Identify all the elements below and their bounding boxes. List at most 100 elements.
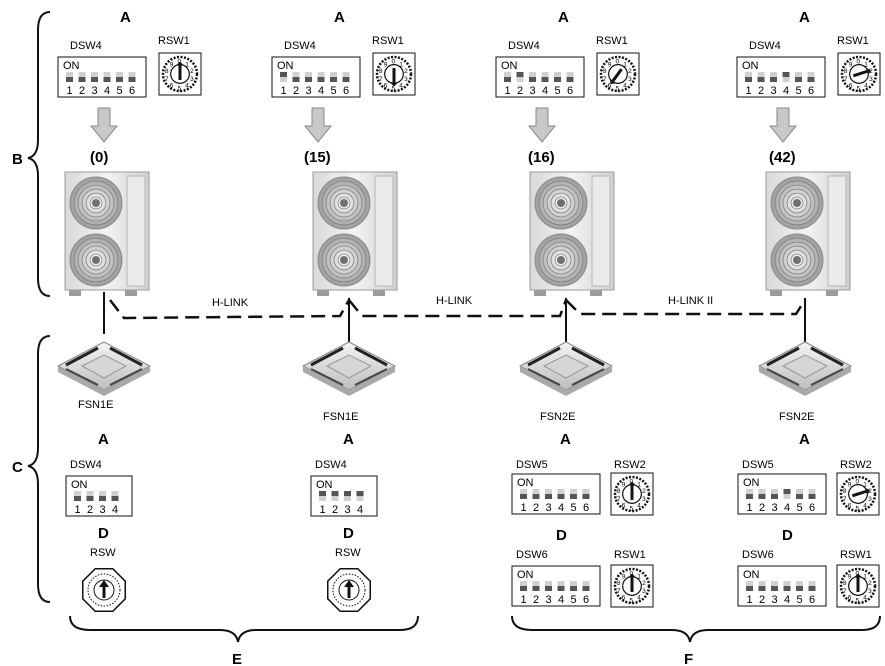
brace-f-label: F [684, 651, 693, 666]
fan-ring [73, 237, 119, 283]
rotary-pointer [851, 489, 867, 498]
dip-switch-lever [116, 77, 123, 82]
dip-switch-lever [541, 77, 549, 82]
indoor-letter: A [560, 431, 571, 448]
fan-hub [340, 199, 348, 207]
rotary-digit: 5 [178, 85, 182, 92]
cassette-louver [527, 368, 561, 386]
rsw-arrowhead [344, 580, 354, 587]
fan-ring [89, 196, 103, 210]
dip-number: 4 [318, 85, 324, 97]
fan-ring [778, 241, 816, 279]
rotary-digit: 1 [185, 61, 189, 68]
unit-foot [770, 290, 782, 296]
dip-number: 5 [331, 85, 337, 97]
dip-switch-lever [330, 77, 337, 82]
dip-switch-lever [808, 494, 816, 499]
dip-number: 1 [521, 594, 527, 606]
dip-number: 3 [92, 85, 98, 97]
h-link-segment [565, 299, 807, 316]
fan-ring [542, 241, 580, 279]
indoor-letter-d: D [343, 525, 354, 542]
brace-b-label: B [12, 151, 23, 168]
top-letter: A [120, 9, 131, 26]
rotary-digit: 5 [616, 85, 620, 92]
unit-address: (15) [304, 149, 331, 166]
indoor-rotary-switch [327, 568, 371, 612]
rotary-digit: 1 [864, 61, 868, 68]
rotary-digit: 9 [848, 481, 852, 488]
dip-switch-lever [745, 77, 752, 82]
dip-number: 5 [571, 594, 577, 606]
brace-b: B [12, 11, 51, 297]
dip-number: 5 [117, 85, 123, 97]
rotary-digit: 3 [868, 496, 872, 503]
dip-number: 3 [772, 502, 778, 514]
rotary-arrowhead [854, 573, 862, 578]
dip-number: 2 [517, 85, 523, 97]
unit-side-panel [374, 175, 394, 287]
rotary-arrowhead [609, 78, 617, 85]
fan-ring [77, 241, 115, 279]
dip-number: 6 [567, 85, 573, 97]
cassette-louver [527, 346, 561, 367]
dip-number: 5 [797, 594, 803, 606]
fan-hub [340, 256, 348, 264]
dip-switch-lever [529, 77, 536, 82]
h-link-label: H-LINK [436, 295, 473, 307]
indoor-rsw2-label: RSW2 [840, 459, 872, 471]
fan-ring [782, 188, 812, 218]
indoor-model: FSN2E [779, 411, 814, 423]
dip-switch-lever [319, 491, 326, 496]
dip-switch-lever [280, 72, 287, 77]
rotary-digit: 6 [608, 83, 612, 90]
fan-ring [337, 253, 351, 267]
dip-switch-lever [103, 77, 111, 82]
fan-ring [778, 184, 816, 222]
dip-switch-lever [746, 494, 753, 499]
indoor-rsw-label: RSW [90, 547, 116, 559]
cassette-grille [781, 354, 829, 379]
dip-switch-lever [758, 586, 766, 591]
fan-hub [92, 256, 100, 264]
dip-switch-lever [520, 586, 527, 591]
indoor-dip-label: DSW5 [742, 459, 774, 471]
fan-ring [790, 253, 804, 267]
indoor-rsw2-label: RSW2 [614, 459, 646, 471]
dip-on-label: ON [316, 479, 333, 491]
dip-switch-lever [111, 496, 119, 501]
dip-number: 6 [809, 594, 815, 606]
dsw-label: DSW4 [284, 40, 316, 52]
dip-switch-lever [570, 586, 577, 591]
rotary-digit: 3 [869, 76, 873, 83]
dip-switch-lever [582, 494, 590, 499]
dip-switch-lever [808, 586, 816, 591]
rotary-digit: 4 [185, 83, 189, 90]
rotary-digit: 9 [622, 481, 626, 488]
dip-number: 5 [796, 85, 802, 97]
brace-c: C [12, 335, 51, 603]
dsw-label: DSW4 [508, 40, 540, 52]
dip-number: 4 [357, 504, 363, 516]
indoor-cassette-unit [56, 341, 152, 396]
rotary-digit: 9 [622, 573, 626, 580]
dip-number: 3 [771, 85, 777, 97]
dip-on-label: ON [743, 569, 760, 581]
fan-ring [333, 249, 355, 271]
dip-switch-lever [91, 77, 98, 82]
fan-hub [557, 199, 565, 207]
fan-ring [333, 192, 355, 214]
rotary-digit: 1 [623, 61, 627, 68]
rsw-label: RSW1 [596, 35, 628, 47]
dip-number: 6 [583, 594, 589, 606]
dip-number: 1 [521, 502, 527, 514]
rotary-digit: 7 [617, 496, 621, 503]
dip-switch-lever [795, 77, 802, 82]
down-arrow [303, 107, 333, 143]
rotary-digit: 0 [392, 59, 396, 66]
